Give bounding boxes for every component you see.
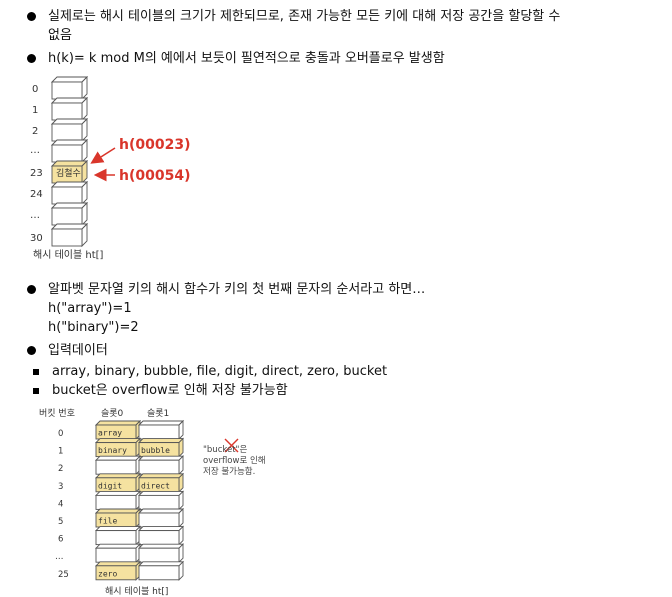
hash-cell <box>50 76 89 101</box>
bullet-dot <box>27 346 36 355</box>
row-label: 0 <box>32 84 38 95</box>
cell-value: 김철수 <box>56 167 81 179</box>
row-label: … <box>30 210 40 221</box>
slot-value: bubble <box>141 446 170 455</box>
slot-value: binary <box>98 446 127 455</box>
bucket-slot <box>94 543 142 564</box>
bucket-slot <box>94 472 142 493</box>
bullet-text-1: 실제로는 해시 테이블의 크기가 제한되므로, 존재 가능한 모든 키에 대해 … <box>48 9 561 24</box>
bucket-slot <box>94 525 142 546</box>
row-label: 2 <box>32 126 38 137</box>
slot-value: array <box>98 429 122 438</box>
bucket-slot <box>137 472 185 493</box>
bullet-text-4: 입력데이터 <box>48 343 108 358</box>
bucket-label: 5 <box>58 517 63 527</box>
example-line: h("array")=1 <box>48 301 132 316</box>
row-label: … <box>30 145 40 156</box>
row-label: 1 <box>32 105 38 116</box>
bucket-slot <box>94 437 142 458</box>
sub-bullet-text: array, binary, bubble, file, digit, dire… <box>52 364 388 379</box>
note-line: overflow로 인해 <box>203 455 266 466</box>
bucket-slot <box>137 525 185 546</box>
hash-cell <box>50 138 89 164</box>
row-label: 24 <box>30 189 43 200</box>
bucket-table-figure: 버킷 번호 슬롯0 슬롯1 0 array 1 binary bubble 2 3 digit… <box>39 407 266 597</box>
sub-bullet-text: bucket은 overflow로 인해 저장 불가능함 <box>52 383 288 398</box>
note-line: "bucket"은 <box>203 445 247 455</box>
bucket-label: … <box>55 552 64 562</box>
figure-caption: 해시 테이블 ht[] <box>33 248 104 261</box>
hash-cell <box>50 222 89 248</box>
bucket-label: 6 <box>58 535 63 545</box>
hash-table-figure: 0 1 2 … 23 24 … 30 h(00023) h(00054) 해시 … <box>30 76 190 261</box>
hash-cell <box>50 117 89 143</box>
bucket-label: 25 <box>58 570 69 580</box>
bullet-dot <box>27 12 36 21</box>
hash-cell-filled <box>50 159 89 185</box>
bullet-text-1-cont: 없음 <box>48 28 72 43</box>
cross-mark <box>224 438 239 453</box>
bullet-text-2: h(k)= k mod M의 예에서 보듯이 필연적으로 충돌과 오버플로우 발… <box>48 51 445 66</box>
slot-value: zero <box>98 569 117 578</box>
sub-bullet-square <box>33 388 39 394</box>
slot-value: direct <box>141 481 170 490</box>
bucket-label: 0 <box>58 429 63 439</box>
overflow-note: "bucket"은 overflow로 인해 저장 불가능함. <box>203 438 266 477</box>
bucket-slot <box>94 507 142 529</box>
note-line: 저장 불가능함. <box>203 466 255 477</box>
arrow-label: h(00023) <box>119 137 190 153</box>
bucket-slot <box>137 455 185 476</box>
bucket-slot <box>137 543 185 564</box>
bucket-slot <box>137 437 185 458</box>
hash-cell <box>50 96 89 122</box>
header-slot1: 슬롯1 <box>147 408 169 419</box>
bucket-slot <box>137 490 185 511</box>
slot-value: file <box>98 517 117 526</box>
bullet-dot <box>27 285 36 294</box>
bucket-label: 2 <box>58 464 63 474</box>
row-label: 30 <box>30 233 43 244</box>
slot-value: digit <box>98 481 122 490</box>
arrow-label: h(00054) <box>119 168 190 184</box>
header-slot0: 슬롯0 <box>101 408 124 419</box>
bucket-slot <box>94 490 142 511</box>
figure-caption: 해시 테이블 ht[] <box>105 586 168 597</box>
sub-bullet-square <box>33 369 39 375</box>
row-label: 23 <box>30 168 43 179</box>
hash-cell <box>50 201 89 227</box>
bullet-dot <box>27 54 36 63</box>
bucket-slot <box>94 455 142 476</box>
bucket-label: 3 <box>58 482 63 492</box>
bullet-text-3: 알파벳 문자열 키의 해시 함수가 키의 첫 번째 문자의 순서라고 하면… <box>48 282 426 297</box>
arrow-line <box>90 147 116 164</box>
bucket-slot <box>137 419 185 441</box>
bucket-label: 1 <box>58 447 63 457</box>
bucket-slot <box>137 507 185 529</box>
bucket-slot <box>94 419 142 441</box>
bucket-slot <box>137 560 185 581</box>
bucket-label: 4 <box>58 499 63 509</box>
example-line: h("binary")=2 <box>48 320 139 335</box>
header-bucket: 버킷 번호 <box>39 407 75 419</box>
hash-cell <box>50 180 89 206</box>
